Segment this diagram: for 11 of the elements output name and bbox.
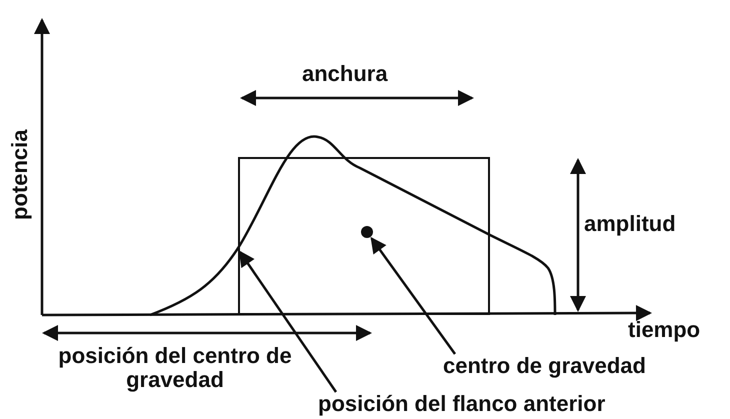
dimension-label: posición del centro de gravedad [57,344,293,392]
axis-label: tiempo [628,318,700,342]
dimension-label: anchura [302,62,388,86]
axis-label: potencia [8,130,32,220]
dimension-label: amplitud [584,212,676,236]
equivalent-rectangle [238,157,490,315]
leader-text: centro de gravedad [443,354,646,378]
leader-line [370,236,456,355]
leader-line [238,250,338,393]
center-of-gravity-dot [361,226,373,238]
leader-text: posición del flanco anterior [318,392,606,416]
